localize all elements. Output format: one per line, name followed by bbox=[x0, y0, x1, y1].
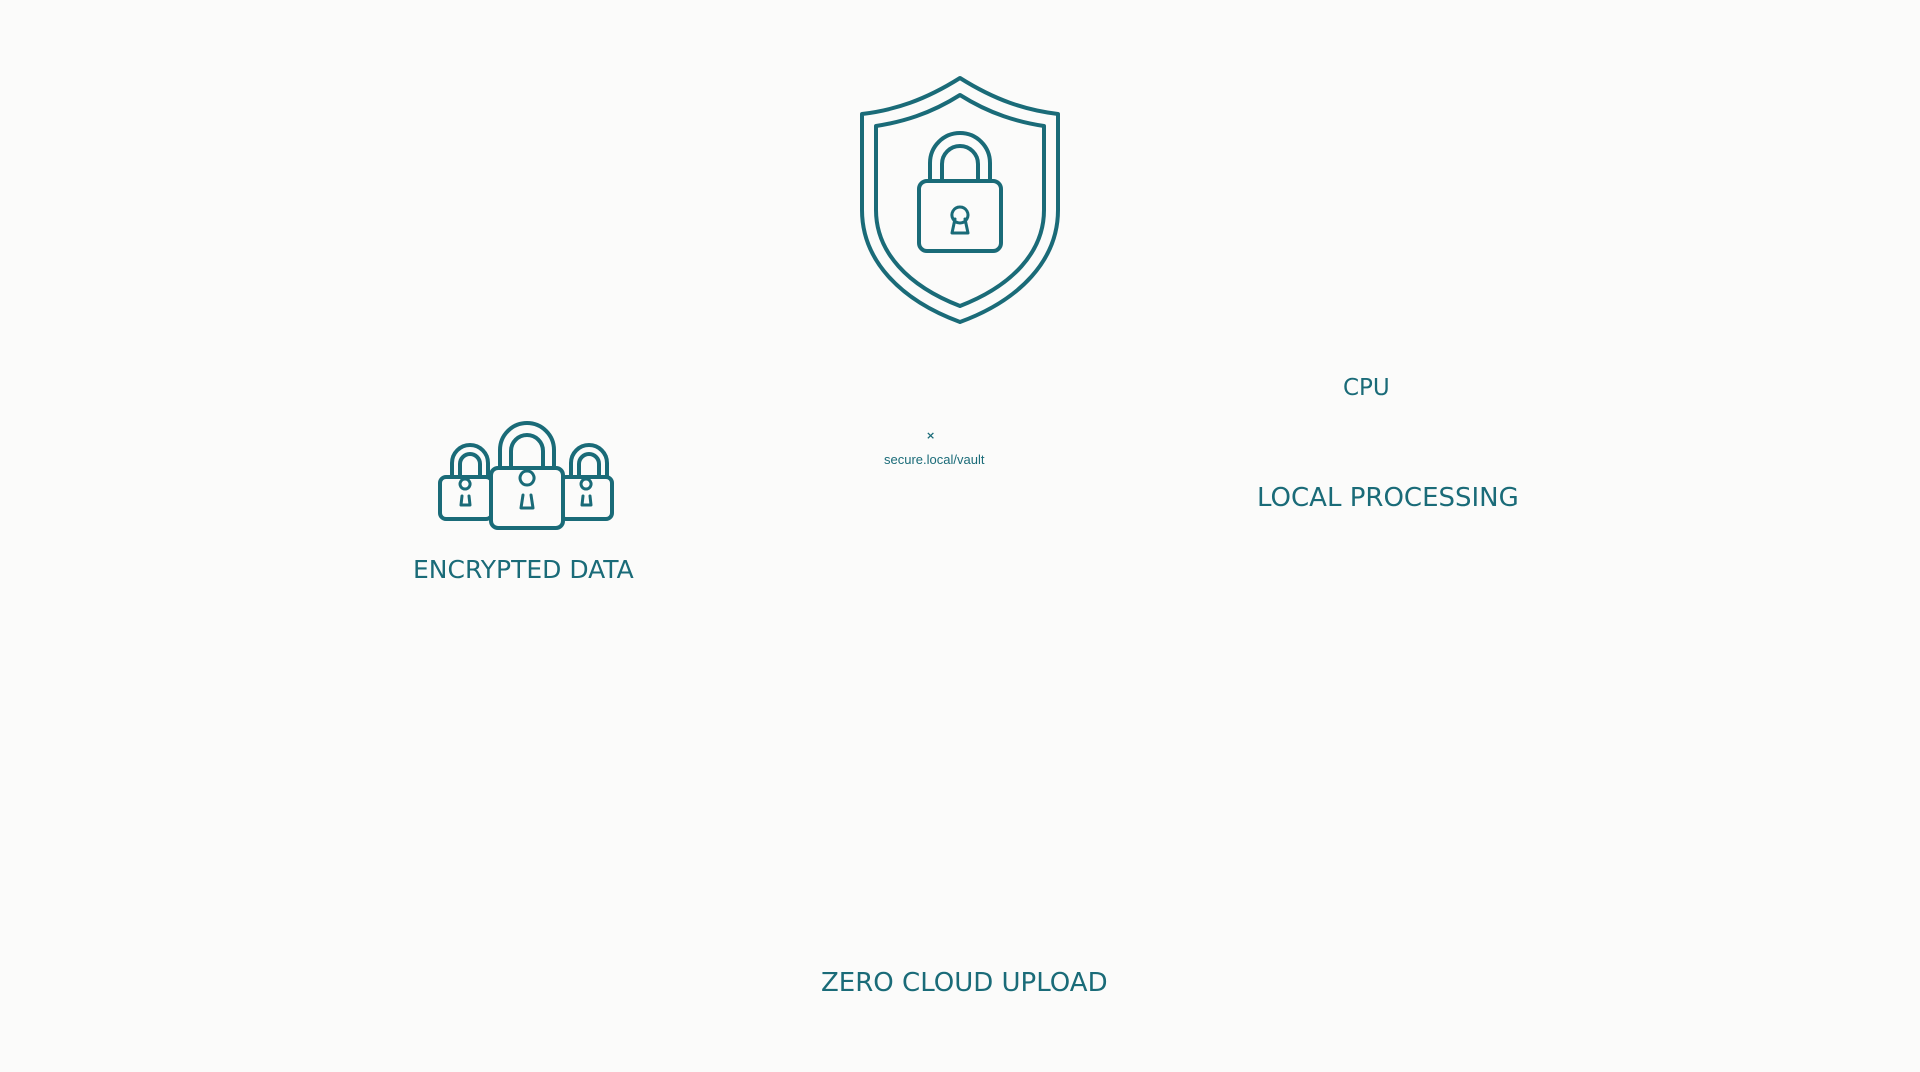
zero-cloud-upload-label: ZERO CLOUD UPLOAD bbox=[821, 968, 1108, 998]
shield-lock-icon bbox=[860, 76, 1060, 324]
tab-close-icon[interactable]: × bbox=[926, 429, 936, 442]
three-padlocks-icon bbox=[438, 421, 614, 530]
url-text[interactable]: secure.local/vault bbox=[884, 452, 985, 467]
cpu-chip-label: CPU bbox=[1343, 375, 1390, 401]
local-processing-label: LOCAL PROCESSING bbox=[1257, 483, 1519, 513]
encrypted-data-label: ENCRYPTED DATA bbox=[413, 555, 634, 584]
